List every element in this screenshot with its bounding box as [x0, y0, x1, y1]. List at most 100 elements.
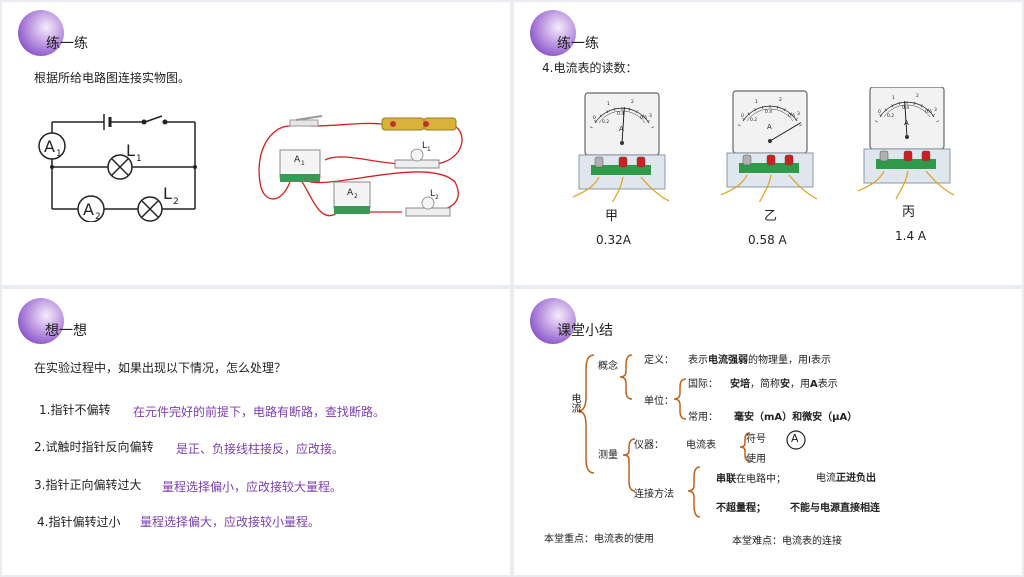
meter-tick-label: 0	[741, 113, 744, 119]
intl-label: 国际：	[688, 379, 718, 390]
meter-tick-label: 2	[779, 97, 782, 103]
meter-tick-label: 0.6	[788, 113, 795, 119]
answer-1: 在元件完好的前提下，电路有断路，查找断路。	[133, 405, 386, 419]
meter-reading-bing: 1.4 A	[895, 229, 927, 243]
meter-tick-label: 0.6	[640, 115, 647, 121]
slide-title: 课堂小结	[557, 323, 613, 339]
difficult-point: 本堂难点：电流表的连接	[732, 536, 842, 547]
meter-tick-label: 1	[755, 99, 758, 105]
svg-text:L: L	[430, 189, 435, 199]
battery-icon	[381, 117, 425, 131]
instruction-text: 根据所给电路图连接实物图。	[34, 71, 191, 85]
meter-tick-label: 0.2	[750, 117, 757, 123]
lamp-l2-label: L	[163, 184, 172, 203]
measure-label: 测量	[598, 450, 618, 461]
meter-tick-label: 0	[878, 109, 881, 115]
ammeter-symbol-icon	[786, 430, 806, 450]
slide-title: 想一想	[45, 323, 87, 339]
svg-text:A: A	[294, 155, 301, 165]
slide-title: 练一练	[46, 36, 88, 52]
intro-text: 在实验过程中，如果出现以下情况，怎么处理？	[34, 361, 287, 375]
slide-think: 想一想 在实验过程中，如果出现以下情况，怎么处理？ 1.指针不偏转 在元件完好的…	[2, 289, 510, 575]
ammeter-1: A 0 1 2 3 0.2 0.4 0.6	[572, 92, 670, 202]
ammeter-symbol-letter: A	[791, 432, 799, 445]
answer-2: 是正、负接线柱接反，应改接。	[176, 442, 345, 456]
svg-text:L: L	[422, 141, 427, 151]
title-decoration-circle	[530, 10, 576, 56]
symbol-label: 符号	[746, 434, 766, 445]
unit-label: 单位：	[644, 396, 674, 407]
physical-circuit-illustration: A 1 A 2 L 1 L 2	[258, 115, 463, 217]
question-1: 1.指针不偏转	[39, 403, 111, 417]
meter-tick-label: 0.4	[765, 109, 772, 115]
ammeter-a1-label: A	[44, 137, 55, 156]
slide-practice-circuit: 练一练 根据所给电路图连接实物图。	[2, 2, 510, 285]
answer-4: 量程选择偏大，应改接较小量程。	[140, 515, 321, 529]
meter-tick-label: 2	[916, 93, 919, 99]
svg-text:1: 1	[301, 160, 305, 167]
question-3: 3.指针正向偏转过大	[34, 478, 142, 492]
question-2: 2.试触时指针反向偏转	[34, 440, 154, 454]
svg-text:2: 2	[354, 193, 358, 200]
switch-icon	[289, 119, 319, 127]
connect-label: 连接方法	[634, 489, 674, 500]
meter-tick-label: 0.2	[887, 113, 894, 119]
ammeter-a1-icon	[279, 149, 321, 179]
key-point: 本堂重点：电流表的使用	[544, 534, 654, 545]
slide-summary: 课堂小结 电流 概念 定义： 表示电流强弱的物理量，用I表示 单位： 国际： 安…	[514, 289, 1022, 575]
ammeter-a2-label: A	[83, 200, 94, 219]
definition-text: 表示电流强弱的物理量，用I表示	[688, 355, 831, 366]
svg-text:A: A	[347, 188, 354, 198]
circuit-diagram: A 1 L 1 A 2 L 2	[38, 114, 197, 222]
answer-3: 量程选择偏小，应改接较大量程。	[162, 480, 343, 494]
slide-title: 练一练	[557, 36, 599, 52]
direction-rule: 电流正进负出	[816, 473, 876, 484]
meter-tick-label: 0.4	[617, 111, 624, 117]
meter-tick-label: 3	[649, 113, 652, 119]
ammeter-a1-subscript: 1	[56, 149, 62, 159]
meter-name-bing: 丙	[902, 205, 916, 220]
instrument-value: 电流表	[686, 440, 716, 451]
lamp-l2-subscript: 2	[173, 197, 179, 207]
meter-letter: A	[619, 125, 624, 133]
ammeter-2: A 0 1 2 3 0.2 0.4 0.6	[720, 90, 818, 202]
meter-needle	[904, 101, 908, 138]
meter-needle	[769, 122, 802, 142]
summary-brackets	[577, 354, 806, 518]
instrument-label: 仪器：	[634, 440, 664, 451]
definition-label: 定义：	[644, 355, 674, 366]
meter-reading-jia: 0.32A	[596, 233, 631, 247]
meter-tick-label: 1	[892, 95, 895, 101]
common-units: 毫安（mA）和微安（μA）	[734, 412, 858, 423]
usage-label: 使用	[746, 454, 766, 465]
range-rule: 不超量程；	[716, 503, 766, 514]
ammeter-a2-icon	[333, 181, 371, 209]
meter-needle	[621, 107, 625, 144]
intl-text: 安培，简称安，用A表示	[730, 379, 838, 390]
ammeter-a2-subscript: 2	[95, 212, 101, 222]
meter-tick-label: 0	[593, 115, 596, 121]
meter-tick-label: 0.2	[602, 119, 609, 125]
question-4: 4.指针偏转过小	[37, 515, 121, 529]
meter-tick-label: 0.6	[925, 109, 932, 115]
meter-name-jia: 甲	[605, 209, 619, 224]
meter-letter: A	[767, 123, 772, 131]
series-rule: 串联在电路中；	[716, 474, 786, 485]
title-decoration-circle	[18, 298, 64, 344]
title-decoration-circle	[18, 10, 64, 56]
meter-tick-label: 2	[631, 99, 634, 105]
ammeter-group: A01230.20.40.6A01230.20.40.6A01230.20.40…	[572, 87, 955, 202]
meter-tick-label: 3	[797, 111, 800, 117]
common-label: 常用：	[688, 412, 718, 423]
summary-root: 电流	[569, 393, 580, 413]
concept-label: 概念	[598, 361, 618, 372]
svg-text:1: 1	[427, 146, 431, 153]
meter-tick-label: 3	[934, 107, 937, 113]
meter-reading-yi: 0.58 A	[748, 233, 787, 247]
title-decoration-circle	[530, 298, 576, 344]
meter-tick-label: 1	[607, 101, 610, 107]
meter-tick-label: 0.4	[902, 105, 909, 111]
lamp-l1-label: L	[126, 141, 135, 160]
